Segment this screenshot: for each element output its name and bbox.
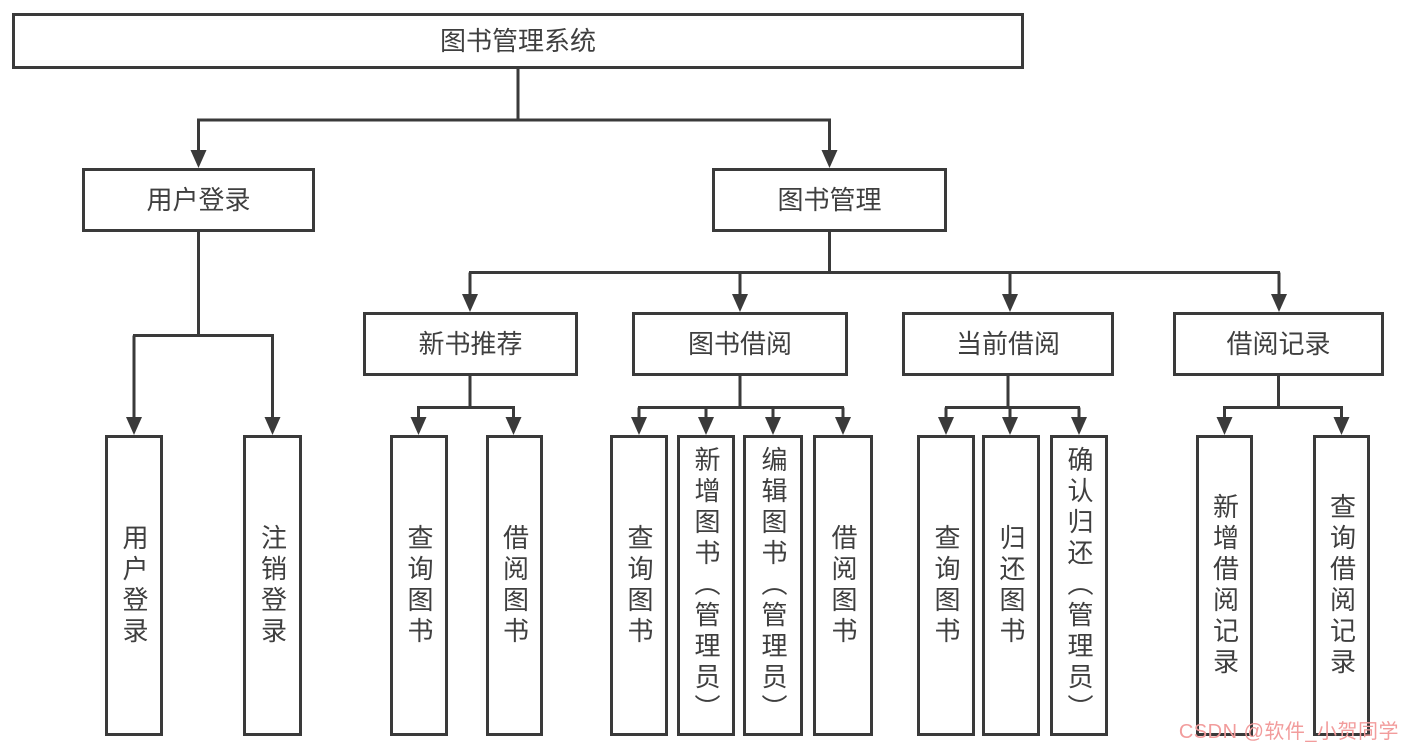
node-new-book-recommend: 新书推荐 (363, 312, 578, 376)
node-current-borrow: 当前借阅 (902, 312, 1114, 376)
leaf-query-books-recommend: 查询图书 (390, 435, 448, 736)
leaf-confirm-return-admin: 确认归还（管理员） (1050, 435, 1108, 736)
leaf-edit-books-admin: 编辑图书（管理员） (743, 435, 803, 736)
leaf-user-login: 用户登录 (105, 435, 163, 736)
leaf-borrow-books: 借阅图书 (813, 435, 873, 736)
leaf-add-borrow-record: 新增借阅记录 (1196, 435, 1253, 736)
leaf-borrow-books-recommend: 借阅图书 (486, 435, 543, 736)
node-borrow-records: 借阅记录 (1173, 312, 1384, 376)
leaf-return-books: 归还图书 (982, 435, 1040, 736)
node-book-borrow: 图书借阅 (632, 312, 848, 376)
leaf-add-books-admin: 新增图书（管理员） (677, 435, 735, 736)
node-library-management-system: 图书管理系统 (12, 13, 1024, 69)
node-book-management: 图书管理 (712, 168, 947, 232)
leaf-query-books-borrow: 查询图书 (610, 435, 668, 736)
csdn-watermark: CSDN @软件_小贺同学 (1178, 721, 1399, 743)
leaf-logout: 注销登录 (243, 435, 302, 736)
node-user-login: 用户登录 (82, 168, 315, 232)
leaf-query-borrow-record: 查询借阅记录 (1313, 435, 1370, 736)
leaf-query-books-current: 查询图书 (917, 435, 975, 736)
